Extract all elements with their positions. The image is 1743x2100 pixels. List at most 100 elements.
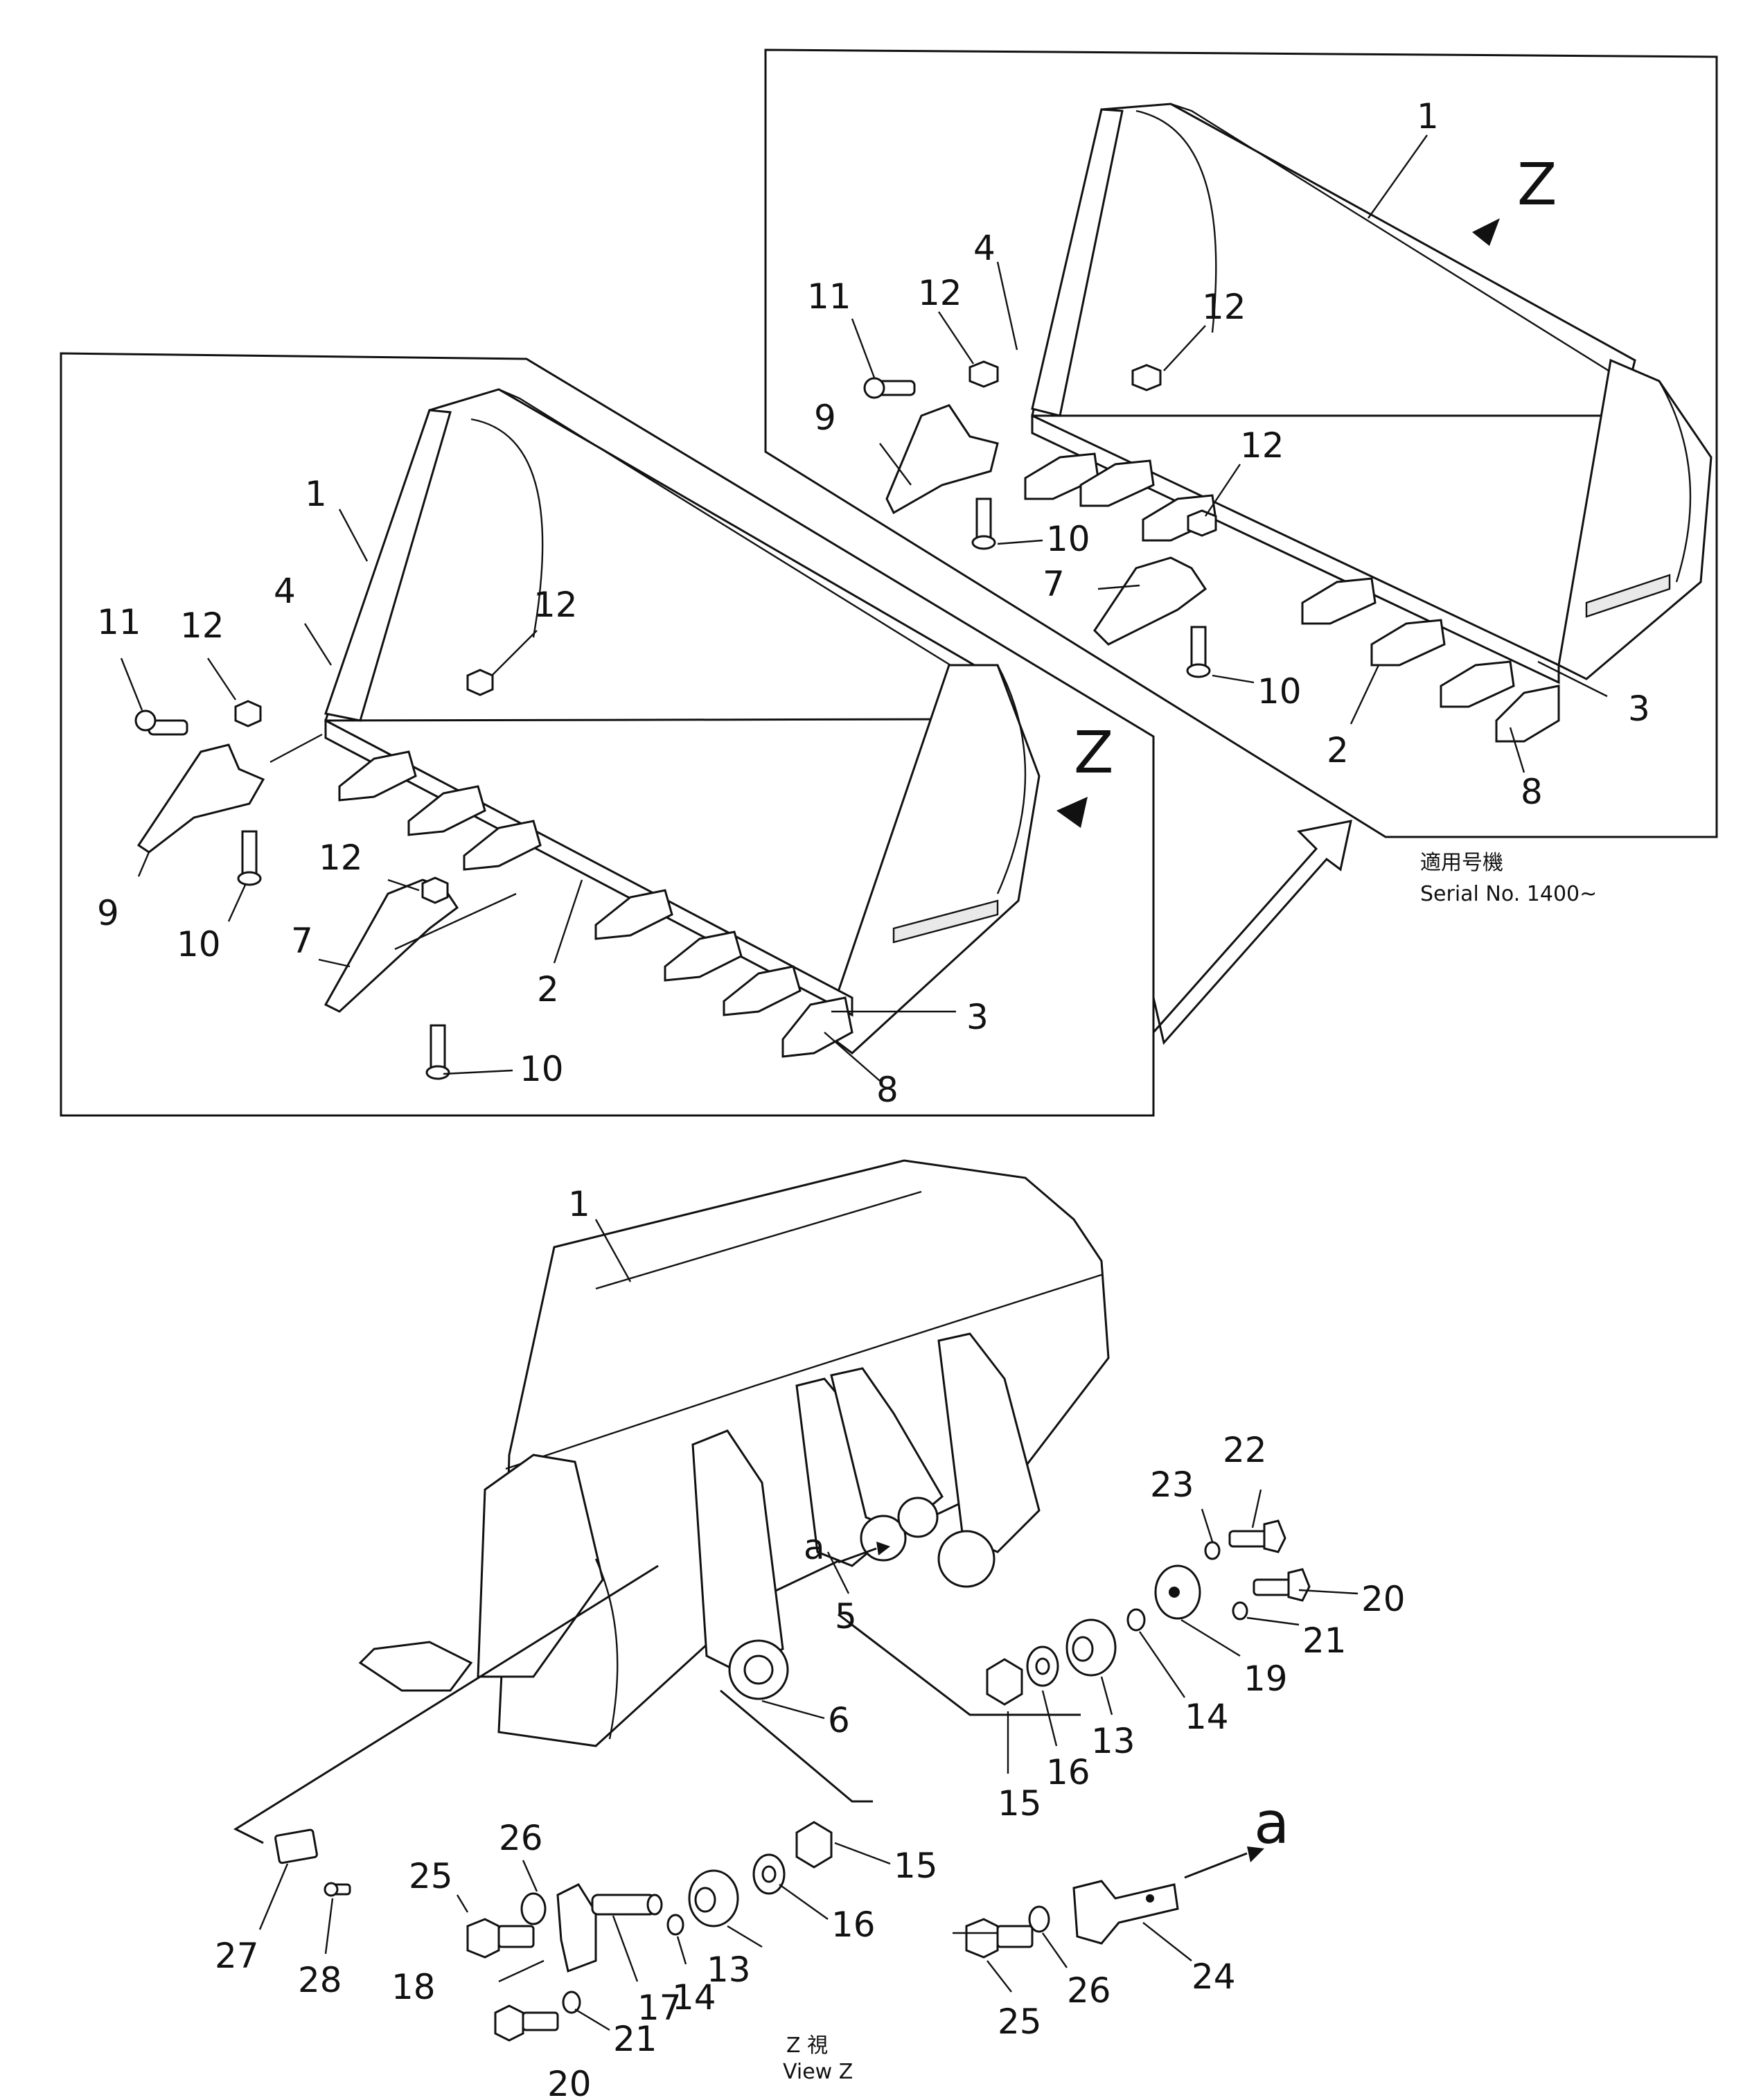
washer-21-upper: [1232, 1601, 1248, 1621]
callout-11: 11: [807, 276, 851, 317]
callout-18: 18: [391, 1967, 436, 2007]
bolt-10a: [975, 497, 992, 542]
callout-25-right: 25: [998, 2002, 1042, 2042]
callout-12c-ll: 12: [319, 838, 363, 878]
bucket-lower-left: 1 2 3 4 7 8 9 10 10 11 12 12 12 Z: [97, 388, 1114, 1110]
callout-13-upper: 13: [1091, 1721, 1135, 1761]
bolt-10b-ll: [430, 1024, 446, 1072]
plate-18: [556, 1883, 597, 1973]
callout-28: 28: [298, 1960, 342, 2000]
callout-10a-ll: 10: [177, 924, 221, 964]
callout-2-ll: 2: [537, 969, 559, 1009]
callout-26-right: 26: [1067, 1970, 1111, 2011]
washer-26-left: [520, 1892, 547, 1925]
nut-12a: [968, 360, 999, 388]
upper-right-panel: 1 2 3 4 7 8 9 10 10 11 12 12 12 Z 適用号機 S…: [764, 48, 1718, 906]
view-z-label-ll: Z: [1074, 718, 1114, 786]
bolt-10a-ll: [241, 830, 258, 878]
nut-12b: [1131, 364, 1162, 391]
callout-15-upper: 15: [998, 1783, 1042, 1824]
callout-1-rear: 1: [568, 1184, 590, 1224]
callout-3-ll: 3: [966, 997, 989, 1037]
pin-24: [1072, 1880, 1179, 1945]
callout-1: 1: [1417, 96, 1439, 136]
bucket-upper-right: 1 2 3 4 7 8 9 10 10 11 12 12 12 Z 適用号機 S…: [807, 96, 1713, 906]
callout-20-upper: 20: [1361, 1579, 1406, 1619]
washer-21-left: [562, 1991, 581, 2014]
caption-en: View Z: [783, 2060, 853, 2084]
nut-12c-ll: [421, 876, 449, 904]
view-arrow-label-a2: a: [1254, 1789, 1289, 1857]
callout-4-ll: 4: [274, 571, 296, 611]
pin-detail: a 13 14 15 16 17 18 20 21 2: [215, 1789, 1289, 2100]
callout-5: 5: [835, 1596, 857, 1636]
callout-8-ll: 8: [876, 1070, 899, 1110]
callout-9-ll: 9: [97, 893, 119, 933]
callout-25-left: 25: [409, 1856, 453, 1896]
bolt-22: [1228, 1530, 1269, 1548]
callout-3: 3: [1628, 689, 1650, 729]
bucket-rear-view: a 1 5 6 13 14 15 16 19 20 21 22 23: [233, 1159, 1406, 1844]
callout-14-upper: 14: [1185, 1697, 1229, 1737]
callout-21-upper: 21: [1302, 1621, 1347, 1661]
callout-8: 8: [1521, 772, 1543, 812]
adapter-9: [885, 404, 999, 515]
callout-12b-ll: 12: [533, 585, 578, 625]
callout-19: 19: [1244, 1659, 1288, 1699]
callout-14-lower: 14: [672, 1977, 716, 2018]
callout-22: 22: [1223, 1430, 1267, 1470]
adapter-9-ll: [136, 743, 265, 854]
bolt-25-right: [965, 1918, 999, 1959]
callout-16-upper: 16: [1046, 1752, 1090, 1792]
bolt-20-left: [494, 2004, 524, 2042]
callout-21-lower: 21: [613, 2019, 657, 2059]
callout-1-ll: 1: [305, 474, 327, 514]
ring-14-lower: [666, 1914, 684, 1936]
callout-7-ll: 7: [291, 921, 313, 961]
callout-23: 23: [1150, 1465, 1194, 1505]
nut-15-lower: [795, 1821, 833, 1869]
callout-11-ll: 11: [97, 602, 141, 642]
callout-4: 4: [973, 228, 996, 268]
callout-10b-ll: 10: [520, 1049, 564, 1089]
pin-17: [591, 1894, 656, 1916]
view-z-arrow-icon: [1472, 218, 1500, 246]
view-z-arrow-icon-ll: [1056, 797, 1088, 828]
nut-12c: [1187, 509, 1217, 537]
callout-27: 27: [215, 1936, 259, 1976]
callout-12a: 12: [918, 273, 962, 313]
bolt-20-upper: [1253, 1578, 1293, 1596]
bolt-10b: [1190, 626, 1207, 670]
caption-jp: Z 視: [786, 2033, 828, 2058]
cover-27: [274, 1828, 318, 1864]
callout-24: 24: [1192, 1957, 1236, 1997]
adapter-7: [1093, 556, 1207, 646]
callout-13-lower: 13: [707, 1950, 751, 1990]
callout-20-lower: 20: [547, 2064, 592, 2100]
applicability-en: Serial No. 1400~: [1420, 882, 1597, 906]
callout-10a: 10: [1046, 519, 1090, 559]
view-arrow-label-a: a: [804, 1527, 825, 1567]
washer-23: [1204, 1541, 1221, 1560]
callout-12b: 12: [1202, 287, 1246, 327]
lower-left-panel: 1 2 3 4 7 8 9 10 10 11 12 12 12 Z: [60, 352, 1155, 1117]
callout-17: 17: [637, 1988, 682, 2028]
callout-9: 9: [814, 398, 836, 438]
callout-12c: 12: [1240, 425, 1284, 466]
bolt-25-left: [466, 1918, 500, 1959]
ring-14-upper: [1126, 1608, 1146, 1632]
callout-12a-ll: 12: [180, 606, 224, 646]
callout-10b: 10: [1257, 671, 1302, 712]
nut-12b-ll: [466, 669, 494, 696]
callout-15-lower: 15: [894, 1846, 938, 1886]
callout-6: 6: [828, 1700, 850, 1740]
adapter-7-ll: [324, 879, 459, 1013]
view-a-arrow-icon: [1247, 1846, 1264, 1862]
washer-26-right: [1028, 1905, 1050, 1933]
callout-2: 2: [1327, 730, 1349, 770]
view-z-label: Z: [1517, 150, 1557, 218]
callout-7: 7: [1043, 564, 1065, 604]
applicability-jp: 適用号機: [1420, 851, 1503, 875]
callout-16-lower: 16: [831, 1905, 876, 1945]
